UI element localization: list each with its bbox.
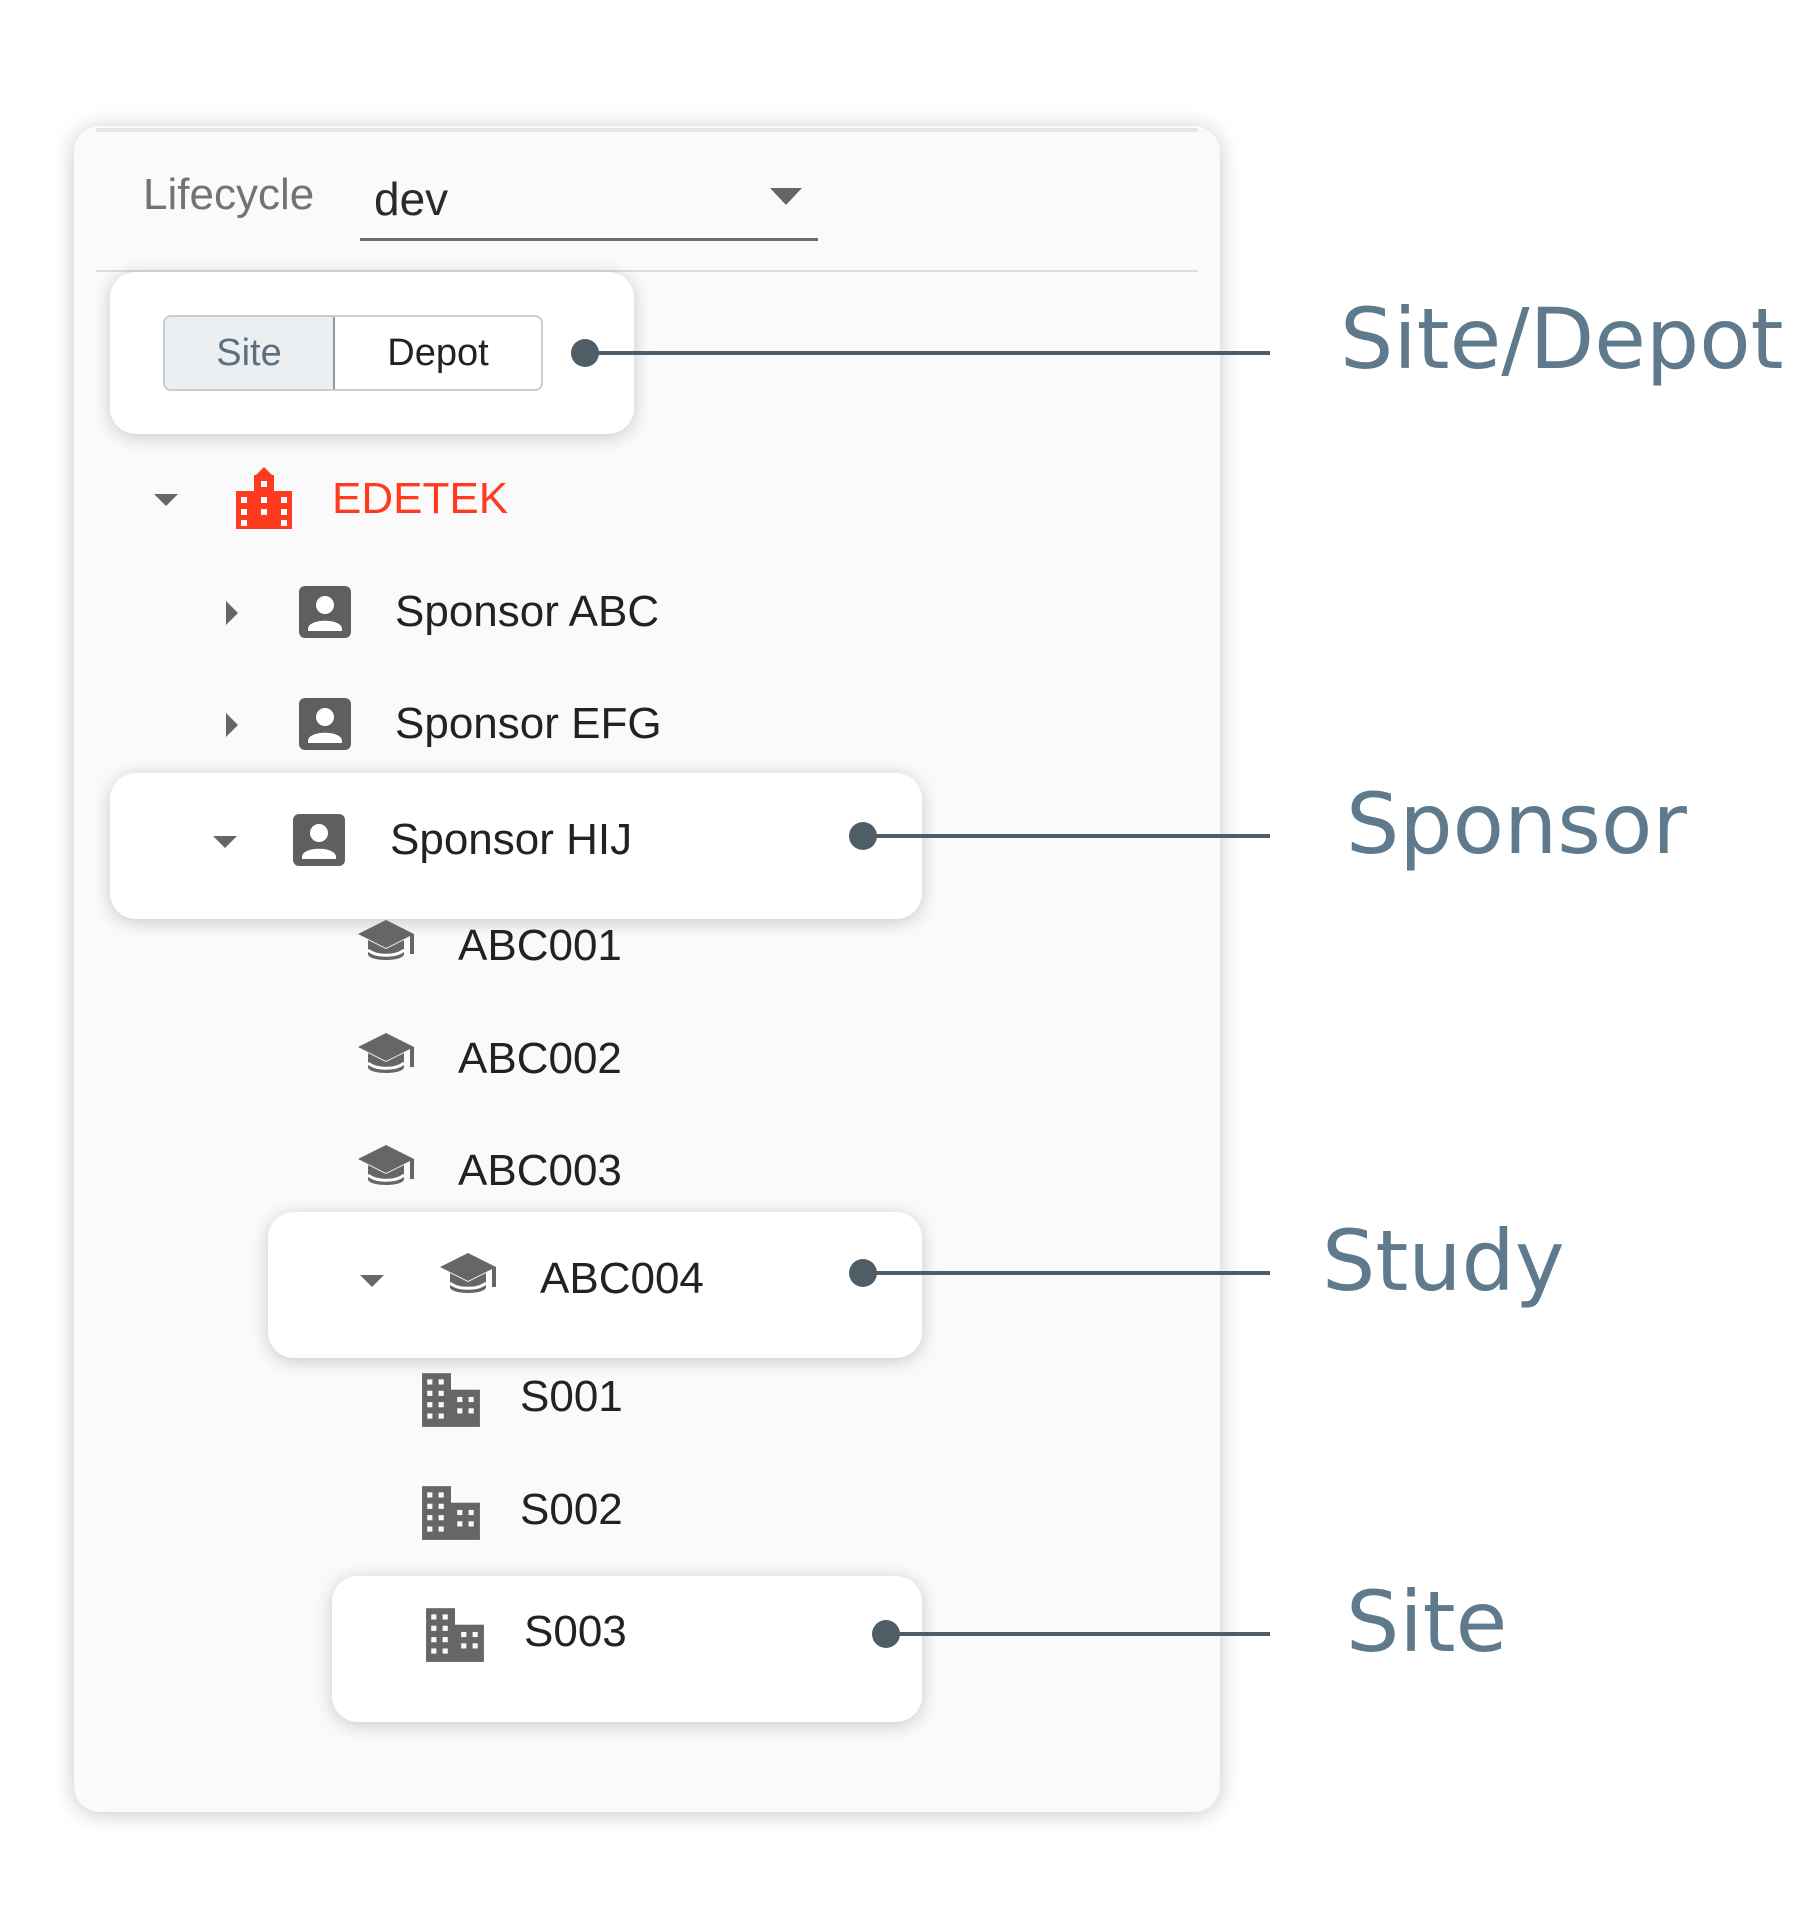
tree-node-sponsor[interactable]: Sponsor ABC <box>222 578 722 648</box>
site-toggle-button[interactable]: Site <box>165 317 335 389</box>
expand-down-icon[interactable] <box>360 1275 384 1287</box>
expand-down-icon[interactable] <box>213 836 237 848</box>
lifecycle-select[interactable]: dev <box>360 160 818 241</box>
graduation-cap-icon <box>356 918 416 962</box>
depot-toggle-button[interactable]: Depot <box>387 331 489 374</box>
graduation-cap-icon <box>356 1031 416 1075</box>
tree-node-site[interactable]: S001 <box>420 1363 820 1433</box>
account-box-icon <box>299 586 351 638</box>
tree-node-study[interactable]: ABC004 <box>360 1245 900 1315</box>
tree-node-label: ABC001 <box>458 921 622 970</box>
graduation-cap-icon <box>438 1251 498 1295</box>
account-box-icon <box>293 814 345 866</box>
tree-node-study[interactable]: ABC001 <box>352 912 852 982</box>
expand-right-icon[interactable] <box>226 713 238 737</box>
account-box-icon <box>299 698 351 750</box>
building-icon <box>426 1608 484 1662</box>
tree-node-site[interactable]: S003 <box>424 1598 824 1668</box>
annotation-site-depot: Site/Depot <box>1340 290 1784 388</box>
tree-node-label: Sponsor ABC <box>395 587 660 636</box>
tree-node-sponsor[interactable]: Sponsor EFG <box>222 690 722 760</box>
connector-line <box>585 351 1270 355</box>
tree-node-label: S003 <box>524 1607 627 1656</box>
tree-node-sponsor[interactable]: Sponsor HIJ <box>210 806 810 876</box>
annotation-site: Site <box>1346 1573 1508 1671</box>
tree-node-label: EDETEK <box>332 474 509 523</box>
lifecycle-value: dev <box>374 173 449 225</box>
tree-node-label: ABC004 <box>540 1254 704 1303</box>
building-icon <box>422 1486 480 1540</box>
tree-node-label: Sponsor HIJ <box>390 815 633 864</box>
tree-node-label: S002 <box>520 1485 623 1534</box>
connector-line <box>863 834 1270 838</box>
tree-node-study[interactable]: ABC002 <box>352 1025 852 1095</box>
site-depot-toggle: Site Depot <box>163 315 543 391</box>
tree-node-site[interactable]: S002 <box>420 1476 820 1546</box>
annotation-study: Study <box>1322 1212 1565 1310</box>
connector-line <box>886 1632 1270 1636</box>
tree-node-root[interactable]: EDETEK <box>150 465 650 535</box>
expand-down-icon[interactable] <box>154 494 178 506</box>
org-building-icon <box>236 467 292 529</box>
connector-line <box>863 1271 1270 1275</box>
chevron-down-icon <box>770 188 802 205</box>
header-divider <box>96 270 1198 272</box>
tree-node-label: S001 <box>520 1372 623 1421</box>
tree-node-label: ABC003 <box>458 1146 622 1195</box>
tree-node-label: Sponsor EFG <box>395 699 662 748</box>
building-icon <box>422 1373 480 1427</box>
sponsor-highlight <box>110 773 922 919</box>
annotation-sponsor: Sponsor <box>1346 775 1687 873</box>
panel-top-border <box>96 128 1198 132</box>
graduation-cap-icon <box>356 1143 416 1187</box>
expand-right-icon[interactable] <box>226 601 238 625</box>
tree-node-label: ABC002 <box>458 1034 622 1083</box>
tree-node-study[interactable]: ABC003 <box>352 1137 852 1207</box>
lifecycle-label: Lifecycle <box>143 170 315 219</box>
